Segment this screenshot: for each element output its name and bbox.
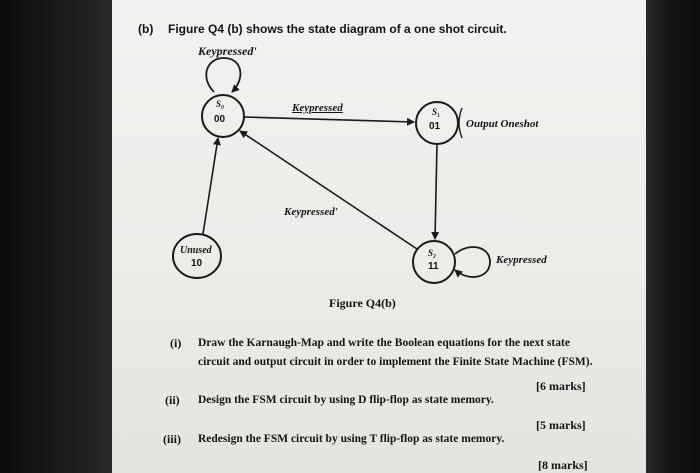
task-i-line1: Draw the Karnaugh-Map and write the Bool… [198,337,570,349]
output-oneshot-label: Output Oneshot [466,118,539,130]
task-i-number: (i) [170,336,182,350]
task-iii-marks: [8 marks] [538,458,588,472]
arrow-unused-to-s0 [202,137,221,235]
task-i-line2: circuit and output circuit in order to i… [198,356,593,368]
figure-caption: Figure Q4(b) [329,296,396,310]
label-s0-self-loop: Keypressed' [198,44,257,58]
label-s2-to-s0: Keypressed' [284,206,338,218]
arrow-s0-to-s1 [243,116,415,126]
exam-paper: (b) Figure Q4 (b) shows the state diagra… [112,0,646,473]
s0-self-loop [205,57,242,93]
label-s2-self-loop: Keypressed [496,254,547,266]
state-s0-code: 00 [214,114,226,125]
state-s0-circle [201,94,245,138]
question-intro: Figure Q4 (b) shows the state diagram of… [168,22,507,36]
monitor-bezel-left [0,0,112,473]
task-ii-line1: Design the FSM circuit by using D flip-f… [198,394,494,406]
task-ii-number: (ii) [165,393,180,407]
part-label: (b) [138,22,154,36]
output-bracket [458,107,463,139]
state-diagram [172,57,491,284]
state-s1-name: S₁ [432,107,441,117]
s2-self-loop [454,246,491,278]
task-i-marks: [6 marks] [536,379,586,393]
label-s0-to-s1: Keypressed [292,102,343,114]
state-unused-code: 10 [191,258,203,269]
state-s2-name: S₂ [428,248,437,258]
state-s2-circle [412,240,456,284]
monitor-bezel-right [646,0,700,473]
task-iii-number: (iii) [163,432,181,446]
arrow-s1-to-s2 [431,143,440,240]
state-unused-name: Unused [180,245,212,256]
task-ii-marks: [5 marks] [536,418,586,432]
arrow-s2-to-s0 [239,130,418,250]
state-unused-ellipse [172,233,222,279]
state-s0-name: S₀ [216,99,225,109]
task-iii-line1: Redesign the FSM circuit by using T flip… [198,433,505,445]
state-s1-code: 01 [429,121,441,132]
state-s2-code: 11 [428,261,439,272]
